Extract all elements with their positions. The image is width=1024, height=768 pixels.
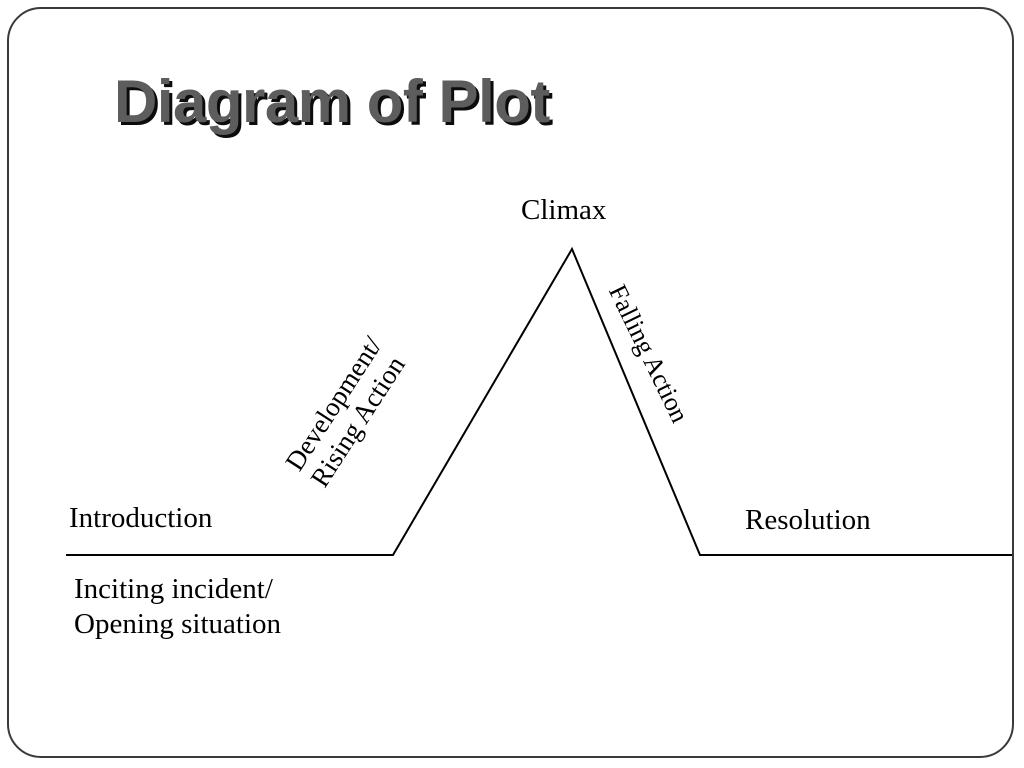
label-inciting-incident: Inciting incident/ Opening situation bbox=[74, 572, 281, 643]
page-title: Diagram of Plot bbox=[114, 68, 550, 135]
label-inciting-line-1: Inciting incident/ bbox=[74, 573, 273, 605]
plot-curve bbox=[66, 246, 1012, 556]
label-introduction: Introduction bbox=[69, 502, 213, 534]
label-resolution: Resolution bbox=[745, 504, 871, 536]
label-inciting-line-2: Opening situation bbox=[74, 608, 282, 641]
label-climax: Climax bbox=[521, 194, 607, 226]
